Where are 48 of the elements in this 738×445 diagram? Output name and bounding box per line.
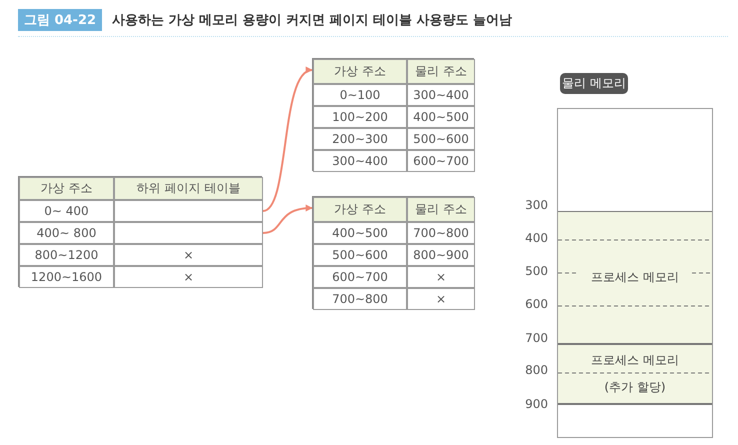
page-table <box>312 58 474 171</box>
figure-number: 그림 04-22 <box>18 9 102 31</box>
table-cell: 400~ 800 <box>19 222 114 244</box>
table-cell: 500~600 <box>313 244 407 266</box>
table-cell: 200~300 <box>313 128 407 150</box>
table-cell: 100~200 <box>313 106 407 128</box>
table-cell: × <box>114 266 263 288</box>
memory-bar <box>557 108 713 438</box>
table-cell: 800~900 <box>407 244 475 266</box>
header-cell: 물리 주소 <box>407 59 475 84</box>
table-cell: 800~1200 <box>19 244 114 266</box>
table-cell: 300~400 <box>313 150 407 172</box>
memory-heading: 물리 메모리 <box>560 73 628 94</box>
table-cell: × <box>114 244 263 266</box>
memory-region <box>558 343 712 405</box>
header-cell: 가상 주소 <box>19 177 114 200</box>
table-cell: 500~600 <box>407 128 475 150</box>
table-cell <box>114 222 263 244</box>
table-cell <box>114 200 263 222</box>
figure-title: 사용하는 가상 메모리 용량이 커지면 페이지 테이블 사용량도 늘어남 <box>112 12 512 29</box>
scale-number: 400 <box>524 231 548 245</box>
header-cell: 가상 주소 <box>313 197 407 222</box>
table-cell: 700~800 <box>313 288 407 310</box>
table-cell: 600~700 <box>313 266 407 288</box>
table-cell: 700~800 <box>407 222 475 244</box>
memory-region <box>558 211 712 343</box>
header-cell: 하위 페이지 테이블 <box>114 177 263 200</box>
arrow <box>262 69 313 212</box>
page-table <box>18 176 262 287</box>
scale-number: 900 <box>524 397 548 411</box>
scale-number: 800 <box>524 363 548 377</box>
table-cell: 300~400 <box>407 84 475 106</box>
table-cell: 400~500 <box>313 222 407 244</box>
table-cell: × <box>407 266 475 288</box>
table-cell: 600~700 <box>407 150 475 172</box>
table-cell: × <box>407 288 475 310</box>
arrow <box>262 204 313 234</box>
table-cell: 0~100 <box>313 84 407 106</box>
page-table <box>312 196 474 309</box>
header-cell: 물리 주소 <box>407 197 475 222</box>
scale-number: 600 <box>524 297 548 311</box>
table-cell: 400~500 <box>407 106 475 128</box>
scale-number: 300 <box>524 198 548 212</box>
scale-number: 700 <box>524 331 548 345</box>
table-cell: 0~ 400 <box>19 200 114 222</box>
table-cell: 1200~1600 <box>19 266 114 288</box>
scale-number: 500 <box>524 264 548 278</box>
header-cell: 가상 주소 <box>313 59 407 84</box>
